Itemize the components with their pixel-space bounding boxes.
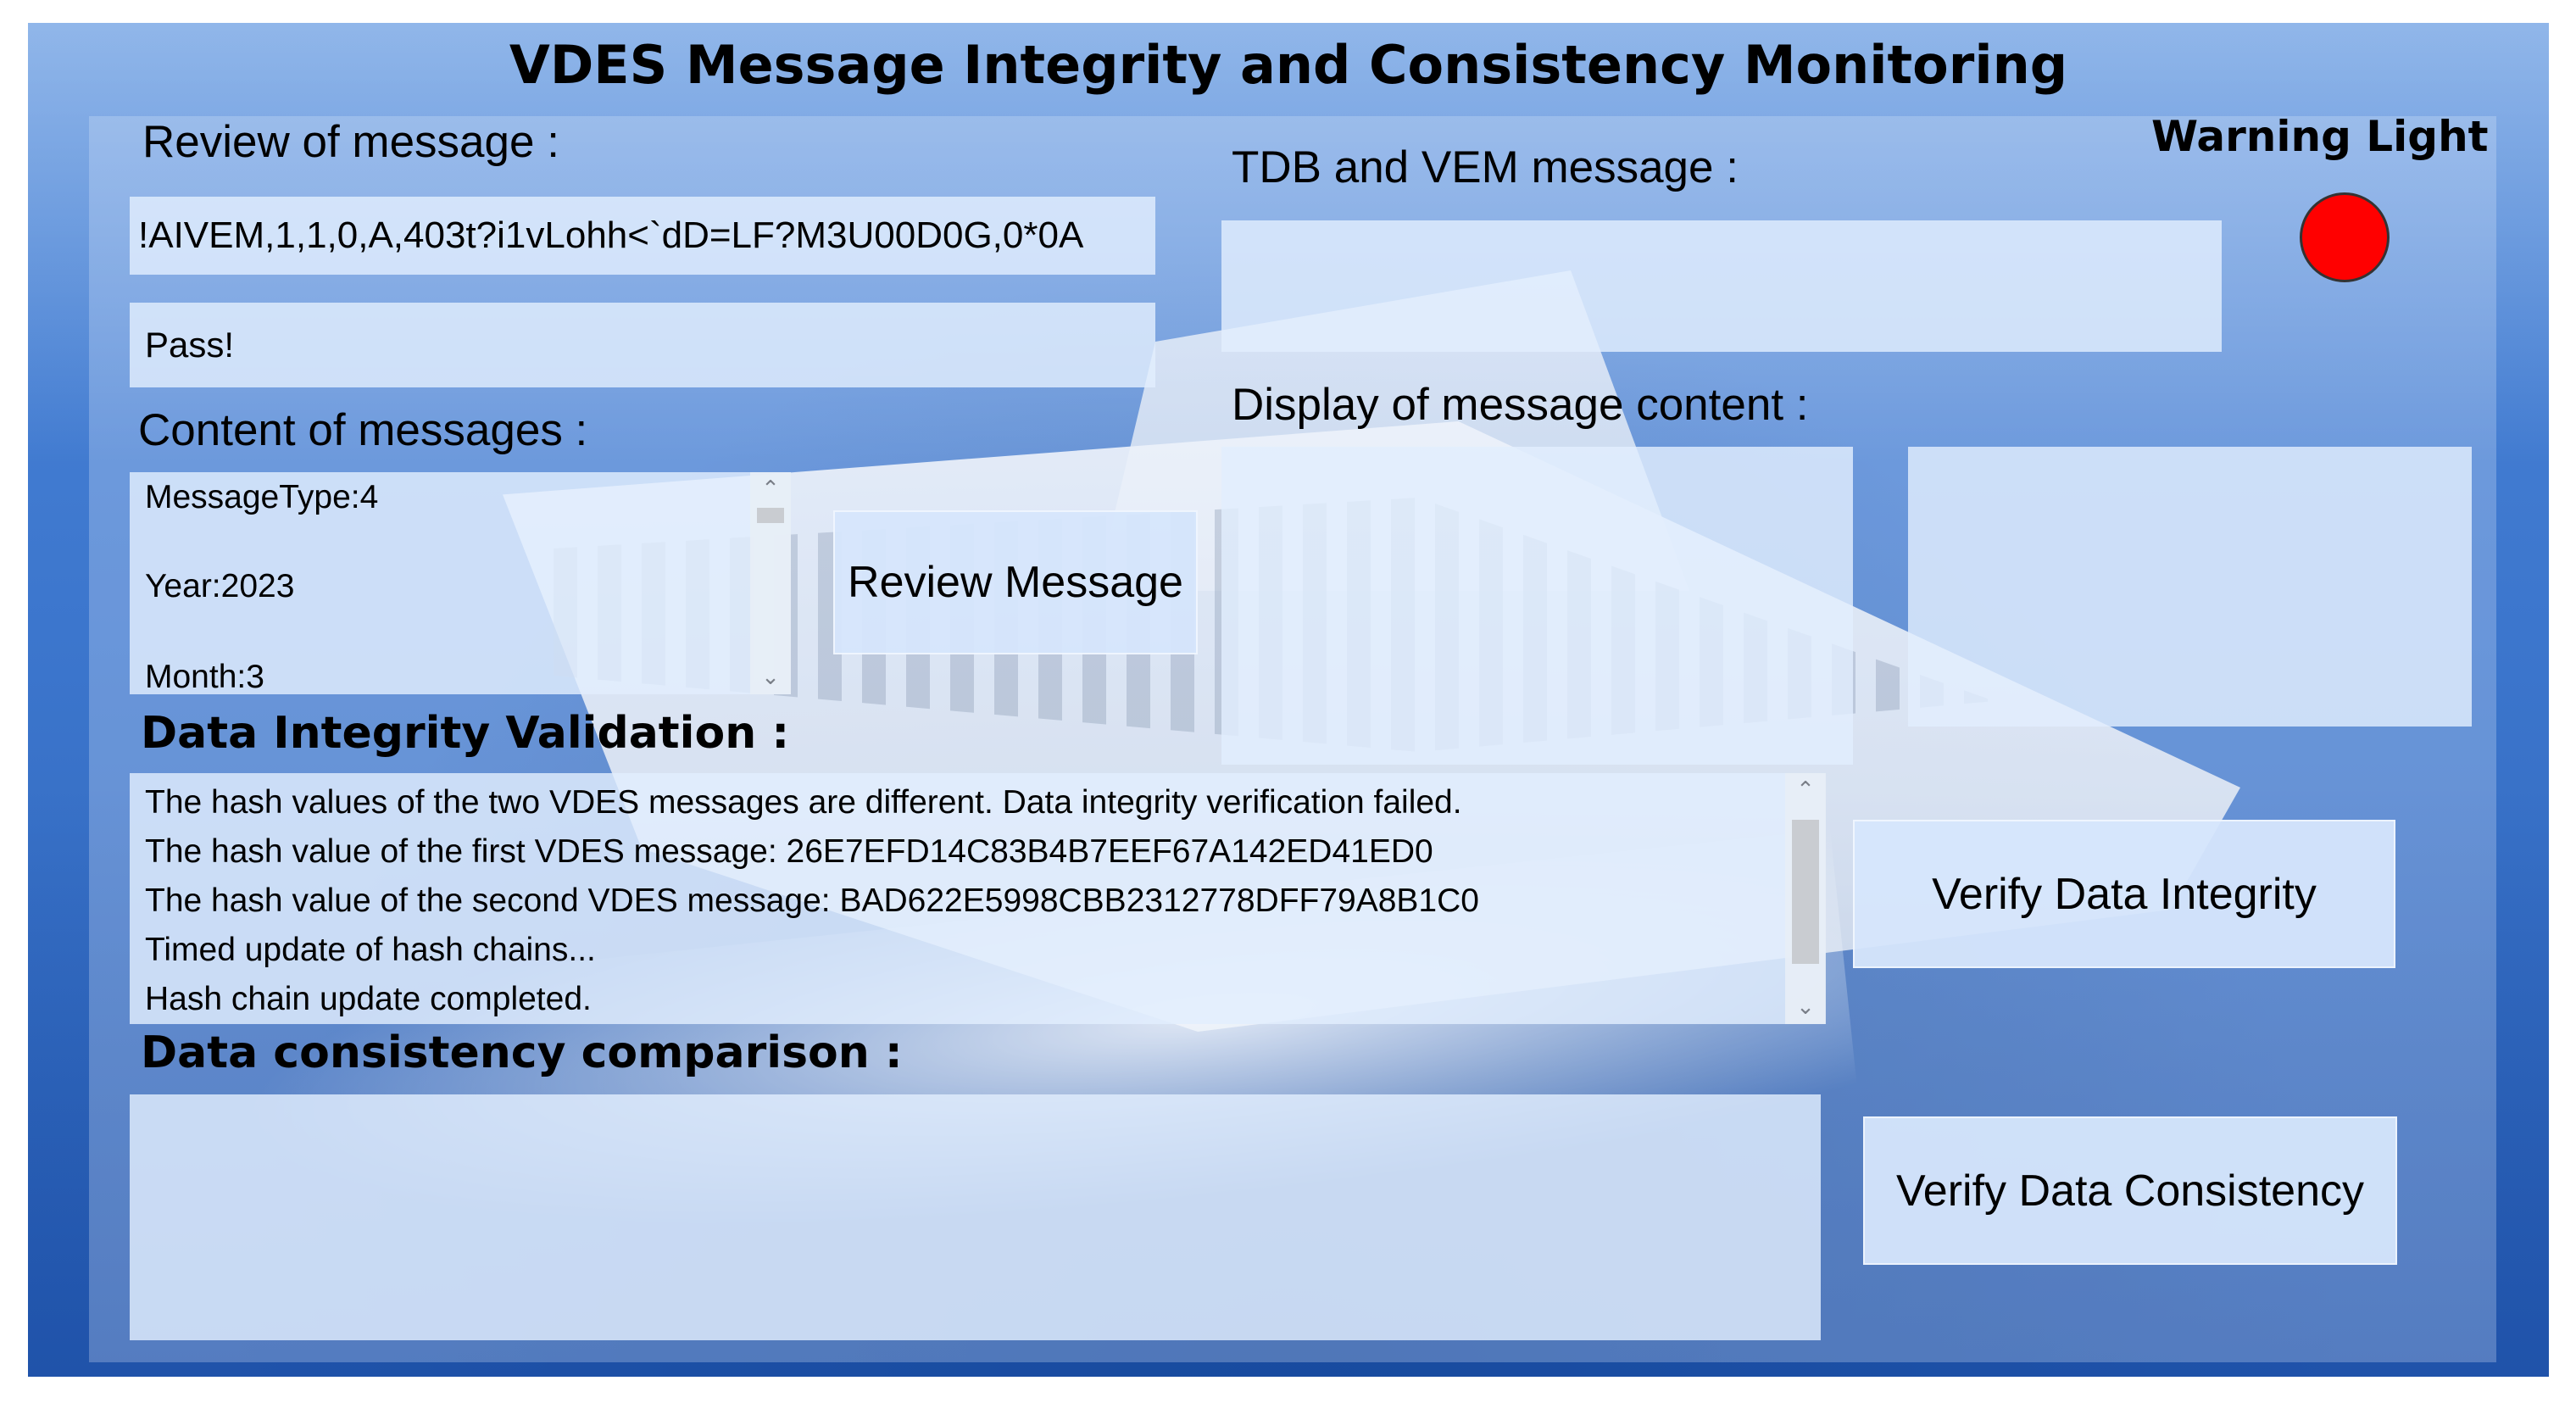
content-scroll-thumb[interactable] <box>757 508 784 523</box>
content-scrollbar[interactable]: ⌃ ⌄ <box>750 472 791 694</box>
app-window: VDES Message Integrity and Consistency M… <box>28 23 2549 1377</box>
integrity-log-line: The hash value of the first VDES message… <box>145 833 1433 870</box>
window-title: VDES Message Integrity and Consistency M… <box>509 34 2068 96</box>
scroll-up-arrow-icon[interactable]: ⌃ <box>1796 777 1815 803</box>
scroll-up-arrow-icon[interactable]: ⌃ <box>761 476 780 502</box>
display-content-right-box[interactable] <box>1908 447 2472 727</box>
content-line-message-type: MessageType:4 <box>145 479 379 515</box>
integrity-log-line: Hash chain update completed. <box>145 981 592 1017</box>
content-line-month: Month:3 <box>145 659 264 694</box>
tdb-label: TDB and VEM message : <box>1232 142 1739 192</box>
review-message-value: !AIVEM,1,1,0,A,403t?i1vLohh<`dD=LF?M3U00… <box>138 214 1084 256</box>
review-label: Review of message : <box>142 117 559 167</box>
scroll-down-arrow-icon[interactable]: ⌄ <box>1796 994 1815 1020</box>
integrity-label: Data Integrity Validation : <box>141 708 790 759</box>
warning-light-indicator <box>2300 192 2390 282</box>
consistency-label: Data consistency comparison : <box>141 1027 903 1078</box>
content-label: Content of messages : <box>138 405 588 455</box>
integrity-log[interactable]: The hash values of the two VDES messages… <box>130 773 1825 1024</box>
integrity-log-line: The hash value of the second VDES messag… <box>145 882 1479 919</box>
review-message-input[interactable]: !AIVEM,1,1,0,A,403t?i1vLohh<`dD=LF?M3U00… <box>130 197 1155 275</box>
display-content-left-box[interactable] <box>1221 447 1853 765</box>
consistency-result-box[interactable] <box>130 1094 1821 1340</box>
review-message-button[interactable]: Review Message <box>833 510 1198 654</box>
integrity-scrollbar[interactable]: ⌃ ⌄ <box>1785 773 1826 1024</box>
warning-light-label: Warning Light <box>2151 112 2489 161</box>
integrity-log-line: Timed update of hash chains... <box>145 932 596 968</box>
verify-data-integrity-button[interactable]: Verify Data Integrity <box>1853 820 2395 968</box>
review-result-text: Pass! <box>145 325 235 365</box>
integrity-scroll-thumb[interactable] <box>1792 820 1819 964</box>
integrity-log-line: The hash values of the two VDES messages… <box>145 784 1462 821</box>
tdb-message-box[interactable] <box>1221 220 2222 352</box>
verify-data-consistency-button[interactable]: Verify Data Consistency <box>1863 1116 2397 1265</box>
content-line-year: Year:2023 <box>145 568 295 604</box>
scroll-down-arrow-icon[interactable]: ⌄ <box>761 665 780 690</box>
review-result-box: Pass! <box>130 303 1155 387</box>
display-label: Display of message content : <box>1232 380 1809 430</box>
content-list[interactable]: MessageType:4 Year:2023 Month:3 <box>130 472 791 694</box>
